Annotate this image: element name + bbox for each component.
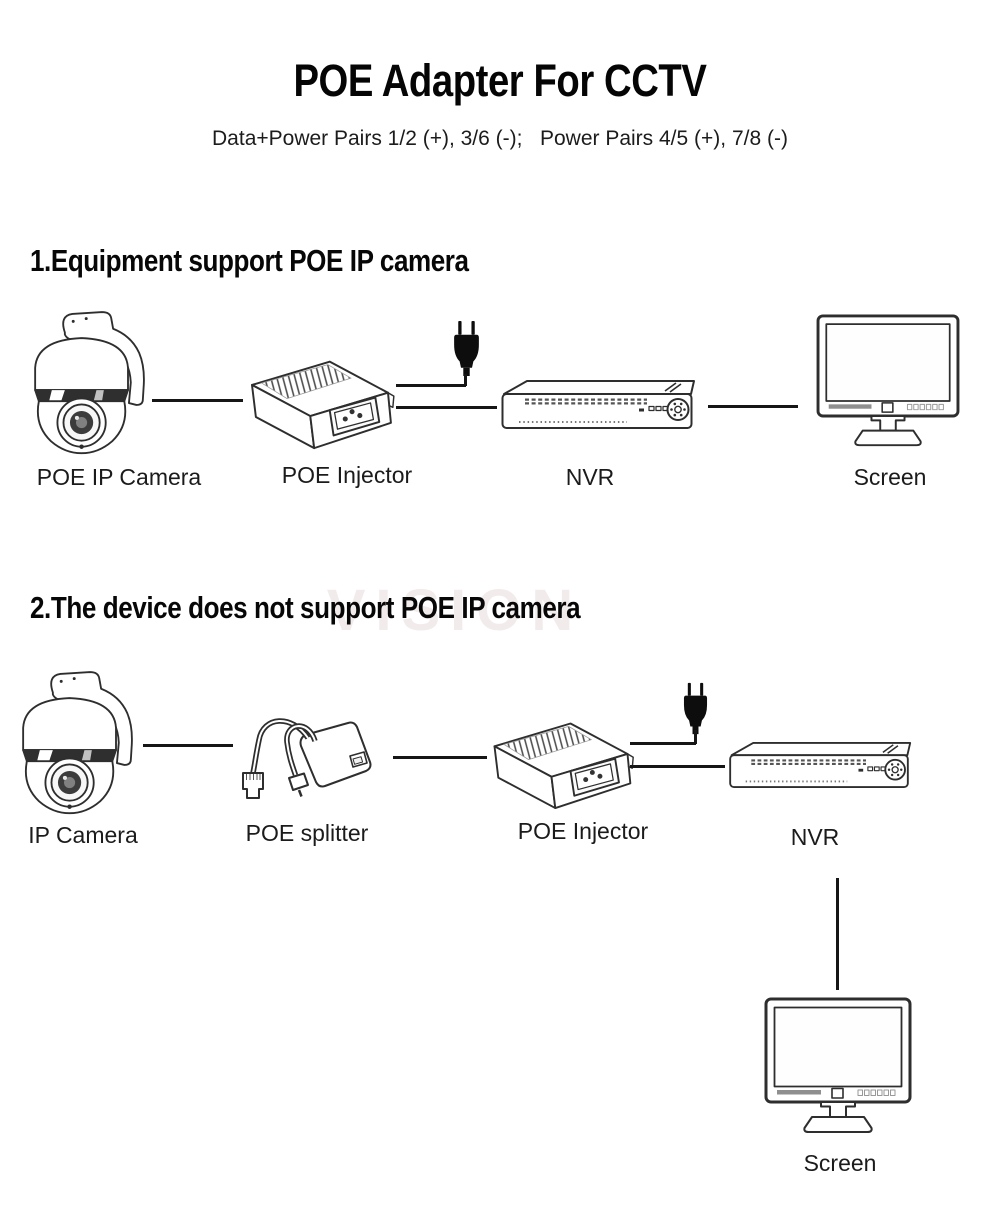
connection-line-nvr-screen	[708, 405, 798, 408]
watermark-text: VISION	[326, 578, 584, 643]
connection-line-injector-nvr	[396, 406, 497, 409]
ip-camera-illustration	[12, 670, 142, 819]
label-ip-camera: IP Camera	[28, 822, 138, 848]
power-plug2-icon	[680, 682, 711, 735]
connection-line-injector-nvr2	[630, 765, 725, 768]
power-cord-line	[396, 384, 466, 387]
label-screen: Screen	[853, 464, 927, 490]
screen2-illustration	[763, 996, 913, 1138]
poe-ip-camera-illustration	[24, 310, 154, 459]
nvr-illustration	[497, 378, 697, 432]
connection-line-splitter-injector	[393, 756, 487, 759]
nvr2-illustration	[725, 740, 913, 791]
label-nvr: NVR	[565, 464, 615, 490]
label-poe-splitter: POE splitter	[245, 820, 369, 846]
poe-splitter-illustration	[228, 702, 373, 814]
poe-injector2-illustration	[485, 712, 637, 812]
label-poe-injector: POE Injector	[281, 462, 413, 488]
connection-line-nvr-screen2	[836, 878, 839, 990]
section1-heading: 1.Equipment support POE IP camera	[30, 243, 469, 278]
power-cord2-vertical	[694, 730, 697, 744]
poe-injector-illustration	[242, 350, 398, 452]
label-poe-injector2: POE Injector	[517, 818, 649, 844]
power-cord-vertical	[464, 374, 467, 386]
subtitle-wiring-pairs: Data+Power Pairs 1/2 (+), 3/6 (-); Power…	[212, 127, 788, 150]
connection-line-camera-injector	[152, 399, 243, 402]
label-poe-ip-camera: POE IP Camera	[36, 464, 202, 490]
label-screen2: Screen	[803, 1150, 877, 1176]
page-title: POE Adapter For CCTV	[293, 55, 707, 106]
section2-heading: 2.The device does not support POE IP cam…	[30, 590, 581, 625]
screen-illustration	[815, 313, 961, 451]
label-nvr2: NVR	[790, 824, 840, 850]
power-cord2-line	[630, 742, 696, 745]
power-plug-icon	[450, 320, 483, 377]
connection-line-camera-splitter	[143, 744, 233, 747]
